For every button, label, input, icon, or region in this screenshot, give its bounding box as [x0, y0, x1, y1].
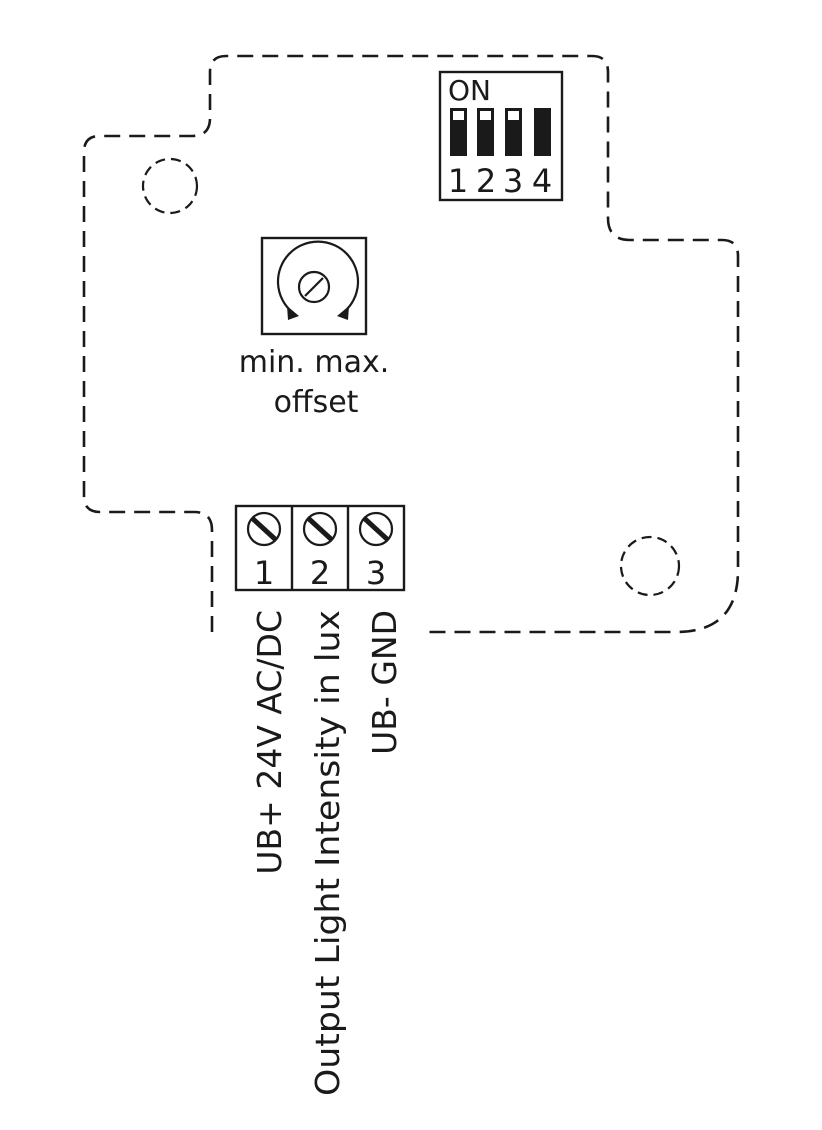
dip-switch-1[interactable]: 1 [448, 108, 468, 200]
dip-switch-frame [438, 70, 564, 202]
potentiometer-minmax-label: min. max. [239, 345, 390, 380]
dip-switch-1-knob [453, 111, 464, 120]
potentiometer-screw-icon [297, 270, 331, 304]
pcb-outline [82, 54, 740, 634]
terminal-block: 1 2 3 [234, 504, 406, 592]
potentiometer-offset-label: offset [274, 385, 359, 420]
terminal-1[interactable]: 1 [246, 511, 282, 592]
potentiometer-min-arrow-icon [287, 306, 299, 320]
terminal-3-screw-slot [362, 516, 390, 542]
terminal-3-screw-icon [358, 511, 394, 547]
terminal-block-frame [234, 504, 406, 592]
mounting-hole-bottom-right [619, 535, 681, 597]
mounting-hole-top-left [141, 157, 199, 215]
terminal-2-screw-slot [306, 516, 334, 542]
offset-potentiometer[interactable] [260, 236, 368, 336]
dip-switch-on-label: ON [448, 74, 491, 107]
dip-switch[interactable]: ON 1 2 3 4 [438, 70, 564, 202]
terminal-3[interactable]: 3 [358, 511, 394, 592]
potentiometer-max-arrow-icon [337, 306, 349, 320]
dip-switch-3-number: 3 [503, 162, 523, 200]
dip-switch-4[interactable]: 4 [532, 108, 552, 200]
terminal-2-label: Output Light Intensity in lux [308, 610, 347, 1096]
terminal-1-number: 1 [254, 554, 274, 592]
dip-switch-2-knob [480, 111, 491, 120]
potentiometer-dial-arc [276, 240, 360, 313]
terminal-1-screw-icon [246, 511, 282, 547]
terminal-3-number: 3 [366, 554, 386, 592]
terminal-1-label: UB+ 24V AC/DC [250, 610, 289, 875]
terminal-2-number: 2 [310, 554, 330, 592]
dip-switch-3[interactable]: 3 [503, 108, 523, 200]
dip-switch-3-knob [508, 111, 519, 120]
dip-switch-4-number: 4 [532, 162, 552, 200]
dip-switch-2-number: 2 [476, 162, 496, 200]
dip-switch-4-slot [534, 108, 551, 156]
terminal-2[interactable]: 2 [302, 511, 338, 592]
potentiometer-frame [260, 236, 368, 336]
dip-switch-2[interactable]: 2 [476, 108, 496, 200]
terminal-1-screw-slot [250, 516, 278, 542]
potentiometer-screw-slot [304, 277, 324, 297]
terminal-3-label: UB- GND [365, 610, 404, 755]
dip-switch-1-number: 1 [448, 162, 468, 200]
terminal-2-screw-icon [302, 511, 338, 547]
